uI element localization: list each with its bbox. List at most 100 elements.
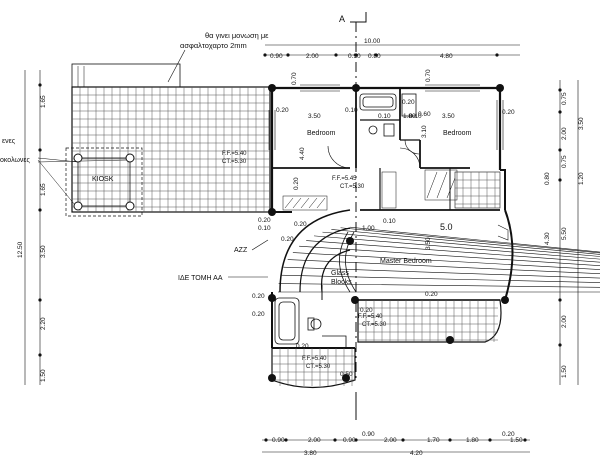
terrace-ct: CT.=5.30 [222,159,247,165]
dim-top-0: 0.90 [270,53,283,60]
dim-right-mid: 0.80 [544,172,551,185]
top-dimension-chain: 10.00 0.90 2.00 0.90 0.80 4.80 [263,38,520,60]
spiral-stair [278,209,600,300]
svg-text:0.20: 0.20 [276,107,289,114]
room-bedroom-right: Bedroom [443,130,472,137]
bal-ff: F.F.=5.40 [358,314,383,320]
left-dimension-chain: 1.65 1.65 3.50 2.20 1.50 12.50 [17,70,47,385]
left-note-2: οκολωνες [0,157,31,164]
bottom-dimension-chain: 0.90 2.00 0.90 2.00 1.70 1.80 1.50 0.90 … [262,431,530,457]
dim-right-3: 5.50 [561,227,568,240]
dim-bot-extra-1: 0.20 [502,431,515,438]
dim-top-1: 2.00 [306,53,319,60]
right-dimension-chain: 0.75 2.00 0.75 5.50 2.00 1.50 3.50 1.20 … [544,80,585,385]
dim-left-0: 1.65 [40,95,47,108]
section-marker: A [339,14,345,24]
svg-text:0.10: 0.10 [258,225,271,232]
dim-bot-4: 1.70 [427,437,440,444]
dim-right-2: 0.75 [561,155,568,168]
room-master-bedroom: Master Bedroom [380,258,432,265]
svg-text:3.10: 3.10 [421,125,428,138]
svg-text:3.50: 3.50 [425,237,432,250]
dim-right-inner-1: 1.20 [578,172,585,185]
svg-text:0.10: 0.10 [383,218,396,225]
dim-left-3: 2.20 [40,317,47,330]
top-note-line-1: θα γινει μονωση με [205,31,269,40]
terrace [71,63,271,213]
dim-right-0: 0.75 [561,92,568,105]
svg-text:0.20: 0.20 [294,221,307,228]
note-leader [167,49,186,83]
dim-right-1: 2.00 [561,127,568,140]
terrace-ff: F.F.=5.40 [222,151,247,157]
svg-text:0.20: 0.20 [502,109,515,116]
azz-label: AZZ [234,247,248,254]
dim-room-w-left: 3.50 [308,113,321,120]
dim-bot-5: 1.80 [466,437,479,444]
dim-bot-sub-1: 4.20 [410,450,423,457]
svg-text:0.60: 0.60 [418,111,431,118]
dim-left-4: 1.50 [40,369,47,382]
left-note-leaders [37,157,129,206]
front-ff: F.F.=5.40 [302,356,327,362]
svg-text:1.80: 1.80 [403,113,416,120]
dim-bot-0: 0.90 [272,437,285,444]
right-terrace [454,171,501,209]
dim-top-3: 0.80 [368,53,381,60]
azz-leader [251,239,269,251]
svg-text:0.70: 0.70 [291,72,298,85]
dim-top-total: 10.00 [364,38,381,45]
hall-ff: F.F.=5.45 [332,176,357,182]
dim-bot-3: 2.00 [384,437,397,444]
dim-bot-sub-0: 3.80 [304,450,317,457]
section-ref-label: ΙΔΕ ΤΟΜΗ ΑΑ [178,275,223,282]
top-note-line-2: ασφαλτοχαρτο 2mm [180,41,247,50]
lower-right-terrace [357,299,502,343]
hall-ct: CT.=5.30 [340,184,365,190]
bathroom-lower [274,297,347,348]
front-ct: CT.=5.30 [306,364,331,370]
dim-room-h: 4.40 [299,147,306,160]
dim-left-total: 12.50 [17,241,24,258]
svg-text:0.20: 0.20 [293,177,300,190]
dim-left-1: 1.65 [40,183,47,196]
room-bedroom-left: Bedroom [307,130,336,137]
svg-text:0.20: 0.20 [258,217,271,224]
dim-right-sub-0: 4.30 [544,232,551,245]
kiosk-label: KIOSK [92,176,114,183]
section-arrow [350,12,367,23]
glass-label-1: Glass [331,270,349,277]
bal-ct: CT.=5.30 [362,322,387,328]
columns [268,84,509,382]
dim-top-4: 4.80 [440,53,453,60]
kiosk: KIOSK [65,147,143,217]
svg-text:0.20: 0.20 [402,99,415,106]
dim-right-4: 2.00 [561,315,568,328]
dim-room-w-right: 3.50 [442,113,455,120]
glass-label-2: Blocks [331,279,352,286]
interior-walls [272,88,500,211]
dim-bot-6: 1.50 [510,437,523,444]
door-swings [327,139,509,241]
dim-left-2: 3.50 [40,245,47,258]
svg-text:0.10: 0.10 [378,113,391,120]
svg-text:1.00: 1.00 [362,225,375,232]
dim-top-2: 0.90 [348,53,361,60]
svg-text:0.50: 0.50 [340,371,353,378]
dim-right-5: 1.50 [561,365,568,378]
dim-right-inner-0: 3.50 [578,117,585,130]
dim-bot-extra-0: 0.90 [362,431,375,438]
svg-text:0.10: 0.10 [409,113,422,120]
svg-text:0.10: 0.10 [345,107,358,114]
svg-text:0.20: 0.20 [252,311,265,318]
windows [268,84,504,150]
left-note-1: ενες [2,138,16,145]
master-area: 5.0 [440,222,453,232]
svg-text:0.20: 0.20 [252,293,265,300]
misc-dimensions: 0.70 0.20 0.10 0.10 0.20 0.20 0.60 0.10 … [252,69,515,378]
svg-text:0.20: 0.20 [425,291,438,298]
dim-bot-2: 0.90 [343,437,356,444]
svg-text:0.20: 0.20 [281,236,294,243]
svg-text:0.20: 0.20 [360,307,373,314]
